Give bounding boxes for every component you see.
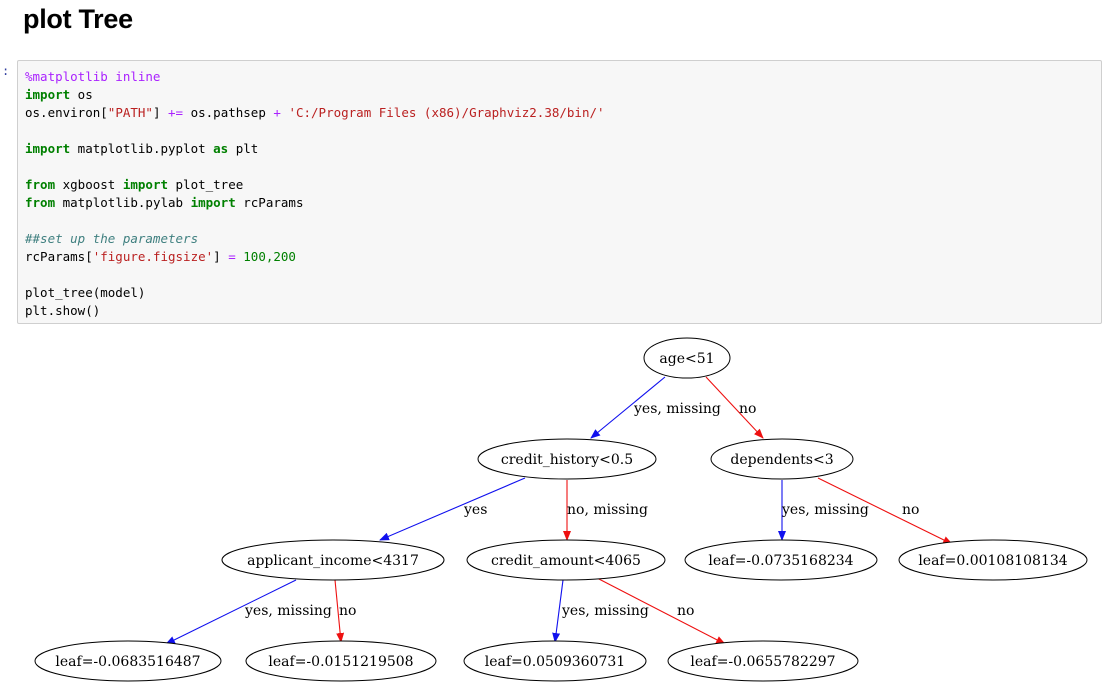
leaf-ca-yes-label: leaf=0.0509360731 <box>485 654 625 670</box>
code-line-14: plt.show() <box>25 303 100 318</box>
leaf-ai-no <box>245 640 437 682</box>
edge-ai-yes-label: yes, missing <box>244 603 332 619</box>
node-credit-amount <box>466 539 666 581</box>
section-heading: plot Tree <box>23 4 133 34</box>
edge-dep-yes-label: yes, missing <box>781 502 869 518</box>
code-cell[interactable]: %matplotlib inline import os os.environ[… <box>17 60 1102 324</box>
node-dependents-label: dependents<3 <box>730 452 833 468</box>
code-line-8: from matplotlib.pylab import rcParams <box>25 195 303 210</box>
keyword-from: from <box>25 177 56 192</box>
figsize-value: 100,200 <box>235 249 296 264</box>
code-line-10: ##set up the parameters <box>25 231 198 246</box>
node-credit-amount-label: credit_amount<4065 <box>491 553 641 569</box>
module-os: os <box>70 87 93 102</box>
code-line-7: from xgboost import plot_tree <box>25 177 243 192</box>
string-path-key: "PATH" <box>107 105 153 120</box>
edge-root-no-label: no <box>739 401 756 417</box>
module-pyplot: matplotlib.pyplot <box>70 141 214 156</box>
module-xgboost: xgboost <box>55 177 123 192</box>
edge-ca-no <box>596 577 726 645</box>
edge-root-yes-label: yes, missing <box>633 401 721 417</box>
node-credit-history <box>477 438 657 480</box>
rcparams-prefix: rcParams[ <box>25 249 93 264</box>
leaf-ai-yes <box>34 640 222 682</box>
name-plot-tree: plot_tree <box>168 177 244 192</box>
edge-ca-yes <box>552 579 564 643</box>
leaf-ai-yes-label: leaf=-0.0683516487 <box>55 654 200 670</box>
leaf-ca-no <box>667 640 859 682</box>
operator-eq: = <box>228 249 236 264</box>
code-editor[interactable]: %matplotlib inline import os os.environ[… <box>25 68 605 320</box>
edge-ca-yes-label: yes, missing <box>561 603 649 619</box>
call-plt-show: plt.show() <box>25 303 101 318</box>
cell-output: age<51 credit_history<0.5 dependents<3 a… <box>0 328 1114 696</box>
rcparams-mid: ] <box>213 249 229 264</box>
edge-root-yes <box>590 376 666 439</box>
edge-ca-no-label: no <box>677 603 694 619</box>
leaf-dep-yes-label: leaf=-0.0735168234 <box>708 553 853 569</box>
operator-plus: + <box>273 105 281 120</box>
keyword-import: import <box>25 87 71 102</box>
node-applicant-income-label: applicant_income<4317 <box>247 553 419 569</box>
keyword-as: as <box>213 141 229 156</box>
keyword-import: import <box>25 141 71 156</box>
module-pylab: matplotlib.pylab <box>55 195 191 210</box>
leaf-ca-yes <box>463 640 647 682</box>
node-credit-history-label: credit_history<0.5 <box>501 452 633 468</box>
environ-mid: ] <box>152 105 169 120</box>
code-line-1: %matplotlib inline <box>25 69 160 84</box>
node-root-label: age<51 <box>659 351 714 367</box>
name-rcparams: rcParams <box>235 195 304 210</box>
cell-prompt: : <box>2 64 10 78</box>
node-root <box>643 337 731 379</box>
string-graphviz-path: 'C:/Program Files (x86)/Graphviz2.38/bin… <box>288 105 605 120</box>
edge-dep-no-label: no <box>902 502 919 518</box>
edge-ch-yes-label: yes <box>463 502 487 518</box>
pathsep: os.pathsep <box>183 105 274 120</box>
leaf-dep-no <box>898 539 1088 581</box>
call-plot-tree: plot_tree(model) <box>25 285 146 300</box>
leaf-ai-no-label: leaf=-0.0151219508 <box>268 654 413 670</box>
code-line-3: os.environ["PATH"] += os.pathsep + 'C:/P… <box>25 105 605 120</box>
edge-ai-no-label: no <box>339 603 356 619</box>
node-applicant-income <box>221 539 445 581</box>
edge-dep-no <box>817 477 953 545</box>
edge-ch-no-label: no, missing <box>567 502 648 518</box>
leaf-dep-yes <box>684 539 878 581</box>
code-line-2: import os <box>25 87 93 102</box>
node-dependents <box>710 438 854 480</box>
edge-ch-yes <box>379 477 526 541</box>
code-line-13: plot_tree(model) <box>25 285 145 300</box>
operator-plus-eq: += <box>168 105 184 120</box>
edge-root-no <box>705 376 764 439</box>
keyword-import: import <box>190 195 236 210</box>
alias-plt: plt <box>228 141 259 156</box>
code-line-5: import matplotlib.pyplot as plt <box>25 141 258 156</box>
code-line-11: rcParams['figure.figsize'] = 100,200 <box>25 249 296 264</box>
magic-command: %matplotlib inline <box>25 69 161 84</box>
edge-ai-yes <box>165 579 297 645</box>
environ-prefix: os.environ[ <box>25 105 108 120</box>
leaf-dep-no-label: leaf=0.00108108134 <box>918 553 1067 569</box>
edge-ai-no <box>334 579 345 643</box>
keyword-from: from <box>25 195 56 210</box>
leaf-ca-no-label: leaf=-0.0655782297 <box>690 654 835 670</box>
string-figsize-key: 'figure.figsize' <box>92 249 214 264</box>
keyword-import: import <box>122 177 168 192</box>
code-comment: ##set up the parameters <box>25 231 199 246</box>
tree-plot: age<51 credit_history<0.5 dependents<3 a… <box>34 337 1088 682</box>
